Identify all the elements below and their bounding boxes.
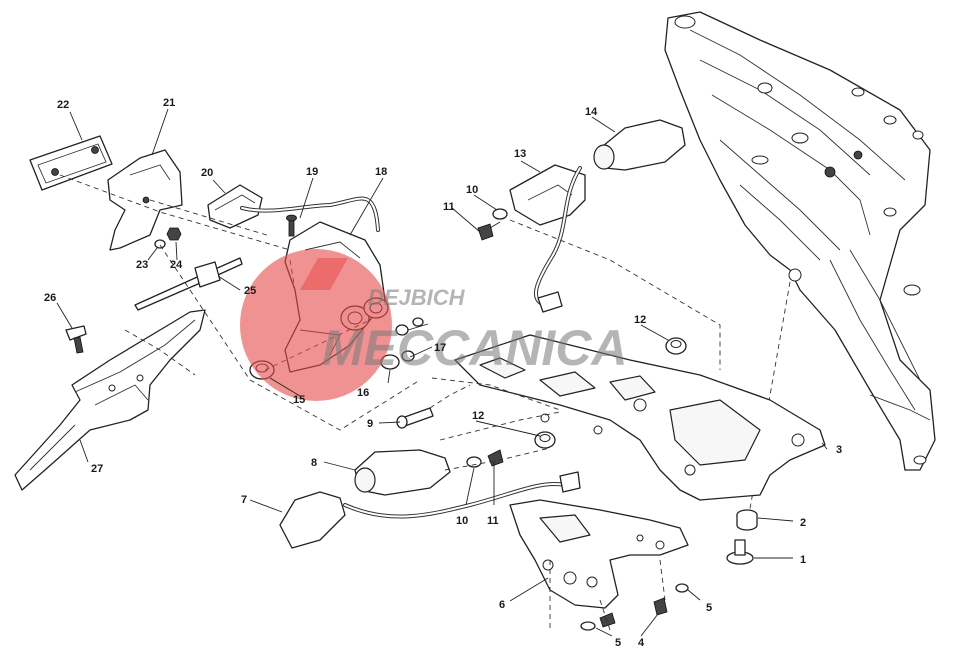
part-6-lower-bracket — [509, 499, 689, 609]
watermark: DEJBICH MECCANICA — [240, 249, 628, 401]
callout-3: 3 — [836, 444, 842, 456]
part-27-license-holder — [14, 309, 206, 491]
callout-5-right: 5 — [706, 602, 712, 614]
part-12-grommet-upper — [665, 337, 687, 355]
callout-9: 9 — [367, 418, 373, 430]
part-25-cable-tie — [134, 257, 243, 311]
callout-14: 14 — [585, 106, 598, 118]
callout-20: 20 — [201, 167, 213, 179]
part-10-washer-lower — [466, 456, 482, 468]
part-7-turn-signal — [279, 491, 346, 549]
callout-2: 2 — [800, 517, 806, 529]
leader-lines — [56, 108, 828, 637]
callout-27: 27 — [91, 463, 103, 475]
callout-26: 26 — [44, 292, 56, 304]
part-23-washer — [154, 239, 166, 249]
part-24-nut — [166, 227, 182, 241]
part-5-washer-right — [675, 583, 689, 593]
part-10-washer-upper — [492, 208, 508, 220]
callout-24: 24 — [170, 259, 183, 271]
callout-13: 13 — [514, 148, 526, 160]
part-5-washer-bottom — [580, 612, 616, 631]
callout-7: 7 — [241, 494, 247, 506]
part-12-grommet-lower — [534, 431, 556, 449]
callout-5-bottom: 5 — [615, 637, 621, 649]
callout-18: 18 — [375, 166, 387, 178]
part-21-bracket — [107, 149, 183, 251]
callout-22: 22 — [57, 99, 69, 111]
part-16-grommet — [380, 350, 415, 370]
part-8-bracket — [354, 449, 451, 496]
rear-subframe — [664, 11, 936, 471]
callout-6: 6 — [499, 599, 505, 611]
callout-19: 19 — [306, 166, 318, 178]
part-22-plate — [29, 135, 113, 191]
part-11-screw-upper — [477, 221, 501, 241]
callout-15: 15 — [293, 394, 305, 406]
watermark-line1: DEJBICH — [368, 285, 466, 310]
callout-12-upper: 12 — [634, 314, 646, 326]
part-4-screw — [653, 597, 668, 616]
connector-upper — [537, 291, 563, 313]
part-17-screws — [395, 317, 429, 336]
part-20-relay — [207, 184, 263, 229]
watermark-line2: MECCANICA — [322, 320, 628, 376]
callout-25: 25 — [244, 285, 256, 297]
callout-12-lower: 12 — [472, 410, 484, 422]
part-13-bracket — [509, 164, 586, 226]
callout-4: 4 — [638, 637, 645, 649]
connector-lower — [559, 471, 581, 493]
callout-numbers: 1 2 3 4 5 5 6 7 8 9 10 10 11 11 12 12 13… — [44, 97, 842, 649]
callout-1: 1 — [800, 554, 806, 566]
callout-10-upper: 10 — [466, 184, 478, 196]
part-19-screw — [286, 214, 297, 237]
part-9-screw — [396, 407, 434, 429]
callout-23: 23 — [136, 259, 148, 271]
callout-21: 21 — [163, 97, 175, 109]
callout-11-lower: 11 — [487, 515, 499, 527]
assembly-lines — [59, 174, 721, 631]
part-3-mount-bracket — [454, 334, 826, 501]
relay-wire — [240, 196, 380, 232]
part-14-turn-signal — [593, 119, 686, 171]
part-11-screw-lower — [487, 449, 504, 467]
callout-16: 16 — [357, 387, 369, 399]
callout-10-lower: 10 — [456, 515, 468, 527]
callout-8: 8 — [311, 457, 317, 469]
part-26-screw — [65, 325, 87, 354]
callout-17: 17 — [434, 342, 446, 354]
watermark-circle — [240, 249, 392, 401]
part-1-bolt — [726, 539, 754, 565]
part-2-spacer — [736, 509, 758, 531]
callout-11-upper: 11 — [443, 201, 455, 213]
